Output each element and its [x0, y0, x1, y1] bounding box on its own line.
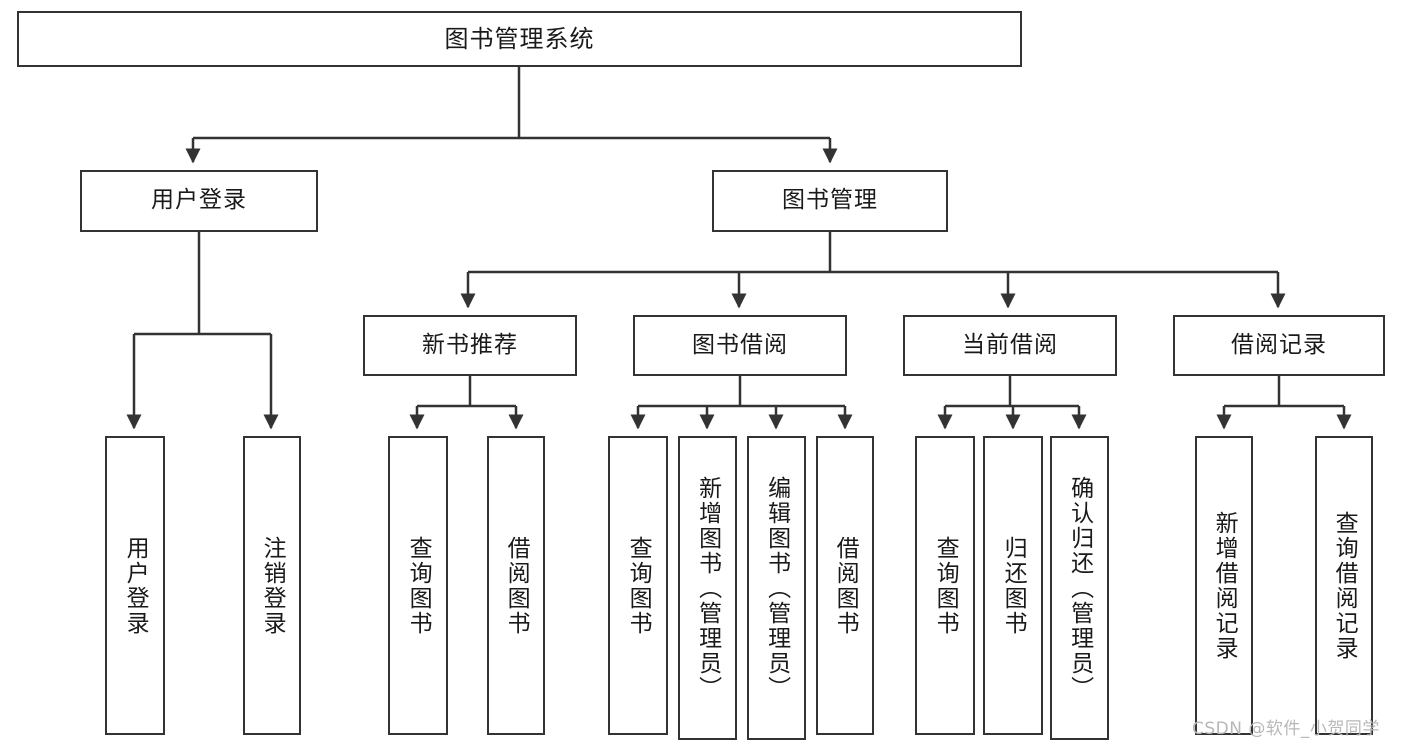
leaf-query-book-borrow-label: 查询图书: [625, 535, 652, 636]
leaf-query-book-recommend[interactable]: 查询图书: [388, 436, 448, 735]
node-root[interactable]: 图书管理系统: [17, 11, 1022, 67]
leaf-edit-book-admin[interactable]: 编辑图书（管理员）: [747, 436, 806, 740]
leaf-user-logout[interactable]: 注销登录: [243, 436, 301, 735]
leaf-add-borrow-record[interactable]: 新增借阅记录: [1195, 436, 1253, 735]
leaf-query-borrow-record-label: 查询借阅记录: [1331, 510, 1358, 661]
node-user-login-label: 用户登录: [151, 187, 247, 214]
node-book-borrow[interactable]: 图书借阅: [633, 315, 847, 376]
leaf-borrow-book[interactable]: 借阅图书: [816, 436, 874, 735]
leaf-query-book-current[interactable]: 查询图书: [915, 436, 975, 735]
node-new-book-recommend-label: 新书推荐: [422, 331, 518, 358]
leaf-confirm-return-admin[interactable]: 确认归还（管理员）: [1050, 436, 1109, 740]
node-current-borrow[interactable]: 当前借阅: [903, 315, 1117, 376]
node-borrow-record[interactable]: 借阅记录: [1173, 315, 1385, 376]
leaf-add-book-admin[interactable]: 新增图书（管理员）: [678, 436, 737, 740]
node-book-management-label: 图书管理: [782, 187, 878, 214]
leaf-user-login[interactable]: 用户登录: [105, 436, 165, 735]
leaf-edit-book-admin-label: 编辑图书（管理员）: [763, 475, 790, 701]
node-borrow-record-label: 借阅记录: [1231, 331, 1327, 358]
leaf-return-book[interactable]: 归还图书: [983, 436, 1043, 735]
leaf-add-borrow-record-label: 新增借阅记录: [1211, 510, 1238, 661]
node-book-management[interactable]: 图书管理: [712, 170, 948, 232]
leaf-add-book-admin-label: 新增图书（管理员）: [694, 475, 721, 701]
node-current-borrow-label: 当前借阅: [962, 331, 1058, 358]
leaf-borrow-book-label: 借阅图书: [832, 535, 859, 636]
leaf-return-book-label: 归还图书: [1000, 535, 1027, 636]
leaf-query-book-current-label: 查询图书: [932, 535, 959, 636]
leaf-confirm-return-admin-label: 确认归还（管理员）: [1066, 475, 1093, 701]
leaf-query-borrow-record[interactable]: 查询借阅记录: [1315, 436, 1373, 735]
leaf-user-logout-label: 注销登录: [259, 535, 286, 636]
leaf-query-book-recommend-label: 查询图书: [405, 535, 432, 636]
node-book-borrow-label: 图书借阅: [692, 331, 788, 358]
csdn-watermark: CSDN @软件_小贺同学: [1192, 719, 1380, 739]
leaf-borrow-book-recommend-label: 借阅图书: [503, 535, 530, 636]
node-root-label: 图书管理系统: [444, 24, 595, 53]
node-user-login[interactable]: 用户登录: [80, 170, 318, 232]
leaf-user-login-label: 用户登录: [122, 535, 149, 636]
node-new-book-recommend[interactable]: 新书推荐: [363, 315, 577, 376]
leaf-query-book-borrow[interactable]: 查询图书: [608, 436, 668, 735]
leaf-borrow-book-recommend[interactable]: 借阅图书: [487, 436, 545, 735]
